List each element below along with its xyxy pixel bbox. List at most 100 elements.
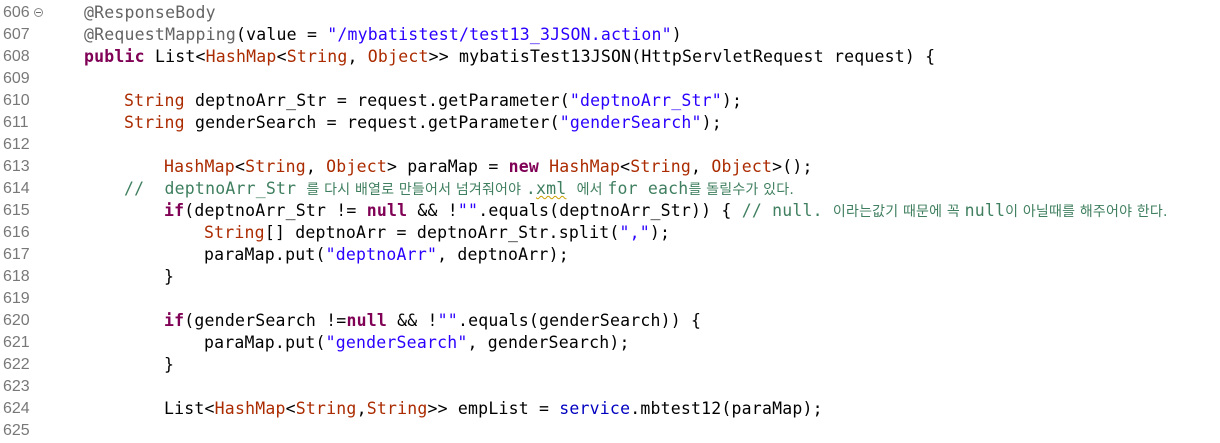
code-token: , — [347, 47, 368, 66]
code-text: @ResponseBody — [84, 2, 216, 24]
code-token: , genderSearch); — [467, 333, 630, 352]
line-number: 625 — [3, 422, 30, 439]
code-token: deptnoArr_Str = request.getParameter( — [184, 91, 570, 110]
code-token: String — [245, 157, 306, 176]
code-token: null — [366, 201, 408, 220]
code-line[interactable]: 615 if(deptnoArr_Str != null && !"".equal… — [0, 200, 1220, 222]
line-number: 608 — [3, 48, 30, 65]
code-token: for each — [607, 179, 689, 198]
code-token: 를 다시 배열로 만들어서 넘겨줘어야 — [306, 182, 526, 198]
line-number: 624 — [3, 400, 30, 417]
code-text: String deptnoArr_Str = request.getParame… — [124, 90, 742, 112]
code-token: HashMap — [205, 47, 277, 66]
line-number: 610 — [3, 92, 30, 109]
code-line[interactable]: 625 — [0, 420, 1220, 442]
code-token: 이 아닐때를 해주어야 한다. — [1005, 204, 1168, 220]
code-line[interactable]: 618} — [0, 266, 1220, 288]
code-token: if — [164, 201, 185, 220]
code-token: List< — [164, 399, 215, 418]
code-token: if — [164, 311, 185, 330]
line-number: 623 — [3, 378, 30, 395]
code-token: >> mybatisTest13JSON(HttpServletRequest … — [428, 47, 936, 66]
code-token: "deptnoArr_Str" — [569, 91, 722, 110]
code-token: 이라는값기 때문에 꼭 — [832, 204, 965, 220]
code-token: ); — [649, 223, 671, 242]
code-token: String — [366, 399, 428, 418]
code-text: HashMap<String, Object> paraMap = new Ha… — [164, 156, 813, 178]
code-token: < — [285, 399, 296, 418]
code-text: public List<HashMap<String, Object>> myb… — [84, 46, 935, 68]
code-token: >(); — [772, 157, 813, 176]
code-line[interactable]: 607 @RequestMapping(value = "/mybatistest… — [0, 24, 1220, 46]
code-token: String — [286, 47, 348, 66]
code-token: } — [164, 267, 175, 286]
code-token: HashMap — [164, 157, 235, 176]
code-token: .equals(deptnoArr_Str)) { — [478, 201, 742, 220]
code-line[interactable]: 610 String deptnoArr_Str = request.getPar… — [0, 90, 1220, 112]
line-number: 621 — [3, 334, 30, 351]
code-line[interactable]: 611 String genderSearch = request.getPara… — [0, 112, 1220, 134]
code-line[interactable]: 614// deptnoArr_Str 를 다시 배열로 만들어서 넘겨줘어야 … — [0, 178, 1220, 200]
code-token: null — [964, 201, 1006, 220]
code-text: String genderSearch = request.getParamet… — [124, 112, 722, 134]
code-token: "" — [437, 311, 458, 330]
code-token: (deptnoArr_Str != — [184, 201, 367, 220]
code-token: HashMap — [549, 157, 621, 176]
code-text: List<HashMap<String,String>> empList = s… — [164, 398, 823, 420]
code-token: >> empList = — [427, 399, 560, 418]
code-text: @RequestMapping(value = "/mybatistest/te… — [84, 24, 682, 46]
code-token: , — [356, 399, 367, 418]
code-token: service — [559, 399, 631, 418]
collapse-fold-icon[interactable] — [34, 8, 43, 17]
code-line[interactable]: 606@ResponseBody — [0, 2, 1220, 24]
code-text: String[] deptnoArr = deptnoArr_Str.split… — [204, 222, 670, 244]
code-line[interactable]: 609 — [0, 68, 1220, 90]
code-token: String — [204, 223, 265, 242]
code-token: 에서 — [576, 182, 608, 198]
code-token: .mbtest12(paraMap); — [630, 399, 823, 418]
code-token: . — [525, 179, 537, 198]
code-token: (value = — [236, 25, 328, 44]
code-token: List< — [144, 47, 206, 66]
line-number: 612 — [3, 136, 30, 153]
code-token — [539, 157, 549, 176]
line-number: 611 — [3, 114, 29, 131]
code-token: HashMap — [214, 399, 286, 418]
code-token: "deptnoArr" — [325, 245, 438, 264]
code-token: "genderSearch" — [325, 333, 468, 352]
line-number: 619 — [3, 290, 30, 307]
code-token: "genderSearch" — [559, 113, 702, 132]
code-token: "/mybatistest/test13_3JSON.action" — [327, 25, 672, 44]
code-line[interactable]: 612 — [0, 134, 1220, 156]
line-number: 615 — [3, 202, 30, 219]
code-token: "," — [619, 223, 650, 242]
code-token: && ! — [407, 201, 458, 220]
code-token: 를 돌릴수가 있다. — [688, 182, 794, 198]
code-token: @ResponseBody — [84, 3, 216, 22]
code-token: public — [84, 47, 145, 66]
code-token: .equals(genderSearch)) { — [457, 311, 702, 330]
code-token: } — [164, 355, 175, 374]
code-line[interactable]: 623 — [0, 376, 1220, 398]
code-token: , — [691, 157, 712, 176]
code-token: Object — [367, 47, 429, 66]
line-number: 622 — [3, 356, 30, 373]
code-token: String — [630, 157, 692, 176]
code-token: String — [124, 113, 185, 132]
code-token: "" — [457, 201, 479, 220]
code-text: paraMap.put("deptnoArr", deptnoArr); — [204, 244, 569, 266]
code-line[interactable]: 622} — [0, 354, 1220, 376]
line-number: 607 — [3, 26, 30, 43]
code-line[interactable]: 619 — [0, 288, 1220, 310]
code-line[interactable]: 608 public List<HashMap<String, Object>> … — [0, 46, 1220, 68]
code-token: && ! — [386, 311, 438, 330]
code-token: ); — [721, 91, 743, 110]
line-number-gutter — [0, 0, 48, 443]
